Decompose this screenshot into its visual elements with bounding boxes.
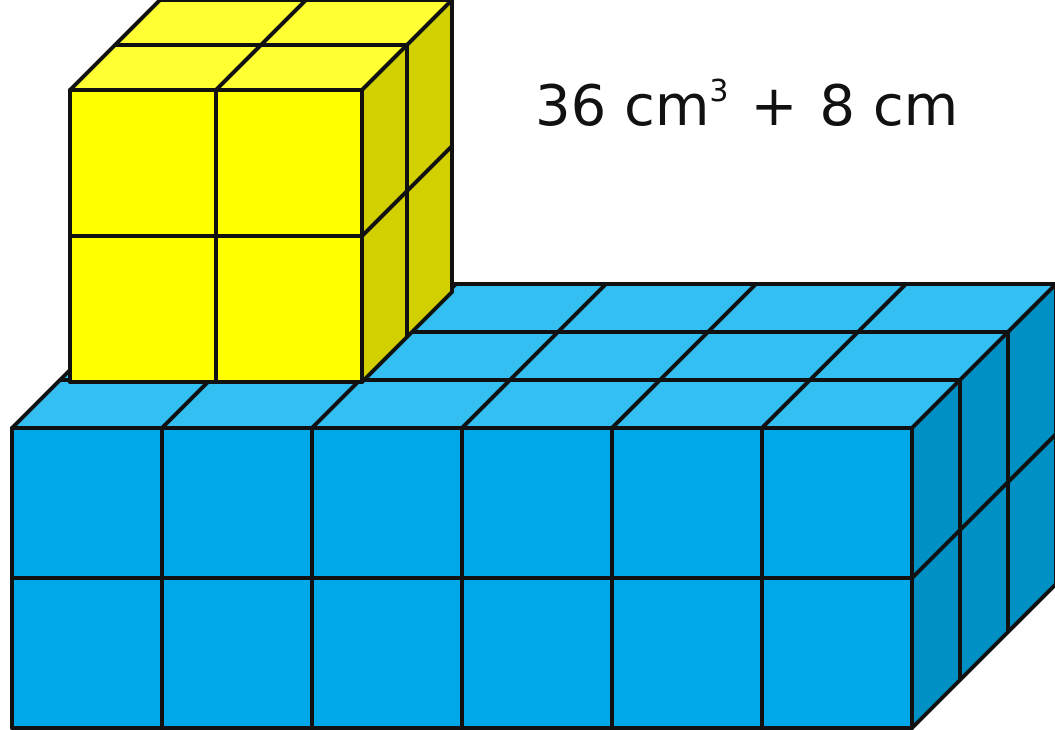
blue-cube-front-face [310,576,464,730]
yellow-cube-front-face [68,88,218,238]
blue-cube-front-face [10,576,164,730]
blue-cube-front-face [460,426,614,580]
blue-cube-front-face [760,576,914,730]
yellow-cube [68,0,454,384]
term1-value: 36 cm [535,74,709,139]
term1-exponent: 3 [709,74,728,109]
blue-cube-front-face [610,576,764,730]
blue-rectangular-prism [10,282,1055,730]
blue-cube-front-face [460,576,614,730]
blue-cube-front-face [160,426,314,580]
plus-operator: + [751,74,798,139]
yellow-cube-front-face [214,234,364,384]
yellow-cube-front-face [214,88,364,238]
term2-value: 8 cm [819,74,958,139]
blue-cube-front-face [610,426,764,580]
blue-cube-front-face [10,426,164,580]
expression-label: 36 cm3 +8 cm [535,74,958,139]
blue-cube-front-face [160,576,314,730]
blue-cube-front-face [310,426,464,580]
blue-cube-front-face [760,426,914,580]
yellow-cube-front-face [68,234,218,384]
